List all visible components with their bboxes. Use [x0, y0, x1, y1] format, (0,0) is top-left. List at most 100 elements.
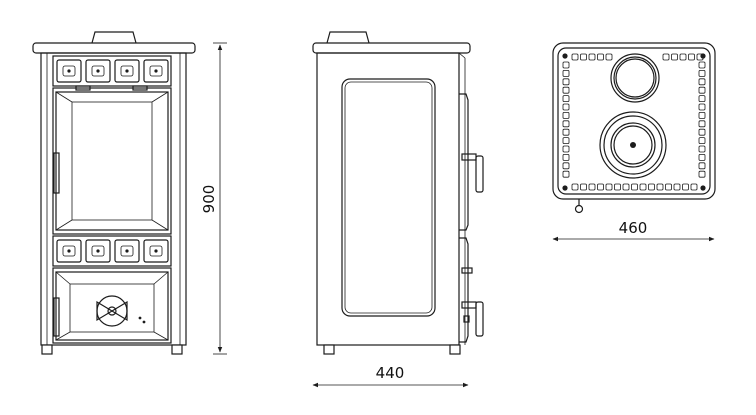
side-view — [312, 31, 484, 355]
top-tile — [562, 153, 570, 161]
front-foot-right — [171, 344, 183, 355]
side-window — [341, 78, 436, 317]
top-view — [552, 42, 716, 214]
top-tile — [698, 95, 706, 102]
top-outline-outer — [552, 42, 716, 200]
top-tile — [562, 145, 570, 153]
top-tile — [698, 128, 706, 136]
side-body — [316, 52, 460, 346]
front-ash-door — [52, 267, 172, 344]
front-tile — [143, 59, 169, 83]
top-tile — [588, 183, 596, 191]
top-tile — [671, 53, 678, 61]
top-tile — [698, 112, 706, 119]
top-tile — [562, 162, 570, 170]
front-fire-door — [52, 85, 172, 235]
top-tile — [571, 53, 579, 61]
top-tile-border — [562, 53, 706, 191]
top-tile — [622, 183, 630, 191]
width-dimension: 460 — [552, 219, 715, 242]
top-tile — [605, 183, 613, 191]
front-door-hinge-top — [75, 85, 91, 91]
top-tile — [562, 128, 570, 136]
top-tile — [673, 183, 681, 191]
top-tile — [562, 137, 570, 145]
top-tile — [698, 145, 706, 153]
front-tile — [114, 239, 140, 263]
top-tile — [562, 112, 570, 119]
side-foot-left — [323, 344, 335, 355]
top-tile — [698, 170, 706, 178]
front-tile — [85, 239, 111, 263]
top-tile — [614, 183, 621, 191]
top-cooking-plate — [599, 111, 667, 179]
front-air-regulator — [96, 295, 146, 327]
side-upper-handle — [461, 153, 484, 193]
front-tile — [85, 59, 111, 83]
front-top-plate — [32, 42, 196, 54]
top-tile — [597, 53, 604, 61]
top-tile — [698, 162, 706, 170]
top-tile — [588, 53, 596, 61]
top-tile — [698, 153, 706, 161]
top-tile — [679, 53, 687, 61]
side-fire-door-profile — [459, 93, 469, 231]
depth-dimension: 440 — [312, 364, 469, 388]
front-view — [32, 31, 196, 355]
front-upper-tiles — [56, 59, 169, 83]
height-dimension-label: 900 — [200, 185, 218, 214]
top-tile — [639, 183, 647, 191]
front-flue-collar — [91, 31, 137, 44]
top-tile — [698, 86, 706, 94]
top-tile — [597, 183, 604, 191]
top-tile — [698, 103, 706, 111]
top-tile — [562, 120, 570, 128]
side-flue-collar — [326, 31, 370, 44]
top-outline-inner — [557, 47, 711, 195]
top-tile — [688, 53, 695, 61]
top-tile — [698, 78, 706, 86]
front-lower-tile-band — [52, 235, 172, 267]
top-tile — [662, 53, 670, 61]
top-tile — [656, 183, 664, 191]
top-tile — [580, 53, 587, 61]
top-handle-knob — [574, 199, 584, 214]
top-tile — [648, 183, 655, 191]
front-foot-left — [41, 344, 53, 355]
top-tile — [580, 183, 587, 191]
width-dimension-label: 460 — [619, 219, 648, 237]
side-foot-right — [449, 344, 461, 355]
top-tile — [571, 183, 579, 191]
top-tile — [698, 61, 706, 69]
front-tile — [56, 59, 82, 83]
front-door-handle — [53, 152, 60, 194]
front-lower-tiles — [56, 239, 169, 263]
side-top-plate — [312, 42, 471, 54]
top-tile — [562, 78, 570, 86]
front-tile — [56, 239, 82, 263]
top-tile — [562, 70, 570, 77]
height-dimension: 900 — [200, 42, 227, 355]
top-tile — [562, 103, 570, 111]
top-tile — [562, 95, 570, 102]
top-tile — [631, 183, 638, 191]
top-tile — [562, 170, 570, 178]
front-upper-tile-band — [52, 55, 172, 87]
side-lower-handle — [461, 267, 484, 337]
top-tile — [665, 183, 672, 191]
top-corner-screws — [562, 53, 706, 191]
top-tile — [698, 70, 706, 77]
front-tile — [114, 59, 140, 83]
top-tile — [682, 183, 689, 191]
depth-dimension-label: 440 — [376, 364, 405, 382]
top-tile — [562, 86, 570, 94]
top-tile — [698, 137, 706, 145]
front-ash-door-handle — [53, 297, 60, 337]
top-tile — [605, 53, 613, 61]
front-body — [40, 52, 187, 346]
top-tile — [562, 61, 570, 69]
front-tile — [143, 239, 169, 263]
top-flue-outlet — [610, 53, 660, 103]
side-ash-door-profile — [459, 237, 469, 343]
